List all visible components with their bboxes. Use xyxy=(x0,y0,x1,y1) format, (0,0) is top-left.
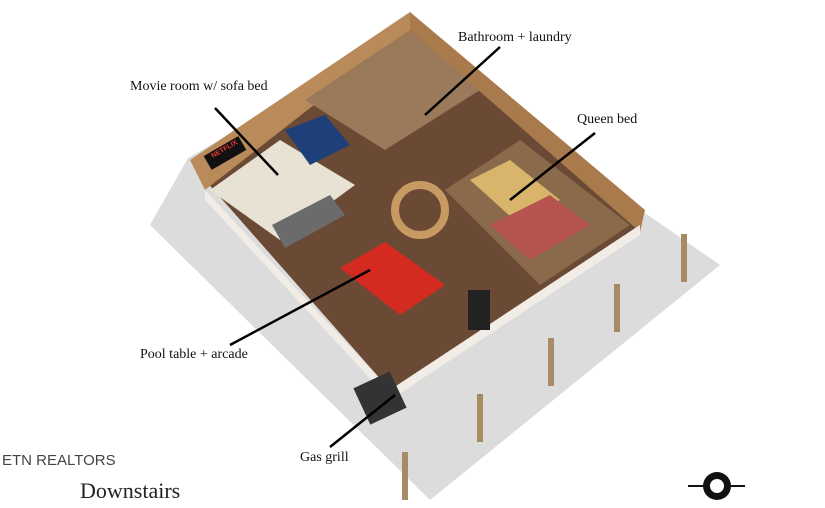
sofa-gray xyxy=(272,195,345,248)
posts xyxy=(402,234,687,500)
label-pool-table: Pool table + arcade xyxy=(140,347,248,362)
label-queen-bed: Queen bed xyxy=(577,112,638,127)
logo-seal xyxy=(688,472,745,500)
watermark: ETN REALTORS xyxy=(2,452,116,469)
bathroom xyxy=(305,30,480,150)
spiral-staircase xyxy=(391,181,449,239)
movie-room-rug xyxy=(210,140,355,240)
gas-grill xyxy=(353,371,407,425)
label-bathroom: Bathroom + laundry xyxy=(458,30,572,45)
back-wall-left xyxy=(190,12,410,190)
arcade xyxy=(468,290,490,330)
sofa xyxy=(285,115,350,165)
front-wall-left xyxy=(205,190,390,400)
label-gas-grill: Gas grill xyxy=(300,450,349,465)
page-title: Downstairs xyxy=(80,478,181,503)
front-wall-right xyxy=(390,225,640,400)
house-floor xyxy=(205,20,640,390)
back-wall-right xyxy=(410,12,645,232)
bedroom-rug xyxy=(490,195,590,260)
leader-lines xyxy=(214,46,596,448)
tv xyxy=(203,136,247,170)
pool-table xyxy=(340,242,445,315)
label-movie-room: Movie room w/ sofa bed xyxy=(130,79,268,94)
